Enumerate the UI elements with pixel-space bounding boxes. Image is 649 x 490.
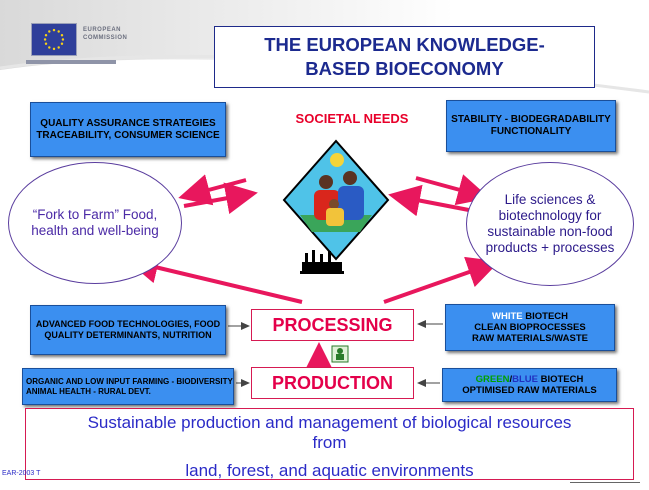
white-biotech-box: WHITE BIOTECH CLEAN BIOPROCESSES RAW MAT… <box>445 304 615 351</box>
footer-code: EAR-2003 T <box>2 470 41 477</box>
logo-underline <box>26 60 116 64</box>
eu-flag-icon <box>31 23 77 56</box>
life-sciences-ellipse: Life sciences & biotechnology for sustai… <box>466 162 634 286</box>
factory-icon <box>300 250 344 274</box>
sustainable-resources-box: Sustainable production and management of… <box>25 408 634 480</box>
advanced-food-box: ADVANCED FOOD TECHNOLOGIES, FOOD QUALITY… <box>30 305 226 355</box>
production-box: PRODUCTION <box>251 367 414 399</box>
blue-word: BLUE <box>512 374 538 385</box>
sustainable-line1: Sustainable production and management of… <box>87 413 572 432</box>
green-blue-biotech-box: GREEN/BLUE BIOTECH OPTIMISED RAW MATERIA… <box>442 368 617 402</box>
societal-needs-label: SOCIETAL NEEDS <box>295 111 409 126</box>
organic-farming-box: ORGANIC AND LOW INPUT FARMING - BIODIVER… <box>22 368 234 405</box>
white-biotech-line3: RAW MATERIALS/WASTE <box>472 333 588 344</box>
eu-logo-text: EUROPEAN COMMISSION <box>83 26 127 42</box>
stability-box: STABILITY - BIODEGRADABILITY FUNCTIONALI… <box>446 100 616 152</box>
white-biotech-line2: CLEAN BIOPROCESSES <box>474 322 586 333</box>
quality-assurance-box: QUALITY ASSURANCE STRATEGIES TRACEABILIT… <box>30 102 226 157</box>
eu-logo-line2: COMMISSION <box>83 35 128 41</box>
family-diamond-icon <box>282 139 390 261</box>
processing-box: PROCESSING <box>251 309 414 341</box>
white-word: WHITE <box>492 311 523 322</box>
fork-to-farm-ellipse: “Fork to Farm” Food, health and well-bei… <box>8 162 182 284</box>
sustainable-line3: land, forest, and aquatic environments <box>185 461 474 480</box>
green-blue-line1: BIOTECH <box>537 374 584 385</box>
footer-rule <box>570 482 640 483</box>
white-biotech-line1: BIOTECH <box>522 311 568 322</box>
connector-arrows <box>228 320 443 387</box>
green-word: GREEN <box>475 374 510 385</box>
page-title: THE EUROPEAN KNOWLEDGE-BASED BIOECONOMY <box>214 26 595 88</box>
flow-arrows <box>126 174 500 374</box>
slash-char: / <box>509 374 513 385</box>
green-blue-line2: OPTIMISED RAW MATERIALS <box>462 385 597 396</box>
sustainable-line2: from <box>312 433 347 452</box>
eu-logo-line1: EUROPEAN <box>83 27 122 33</box>
scientist-icon <box>331 345 349 363</box>
